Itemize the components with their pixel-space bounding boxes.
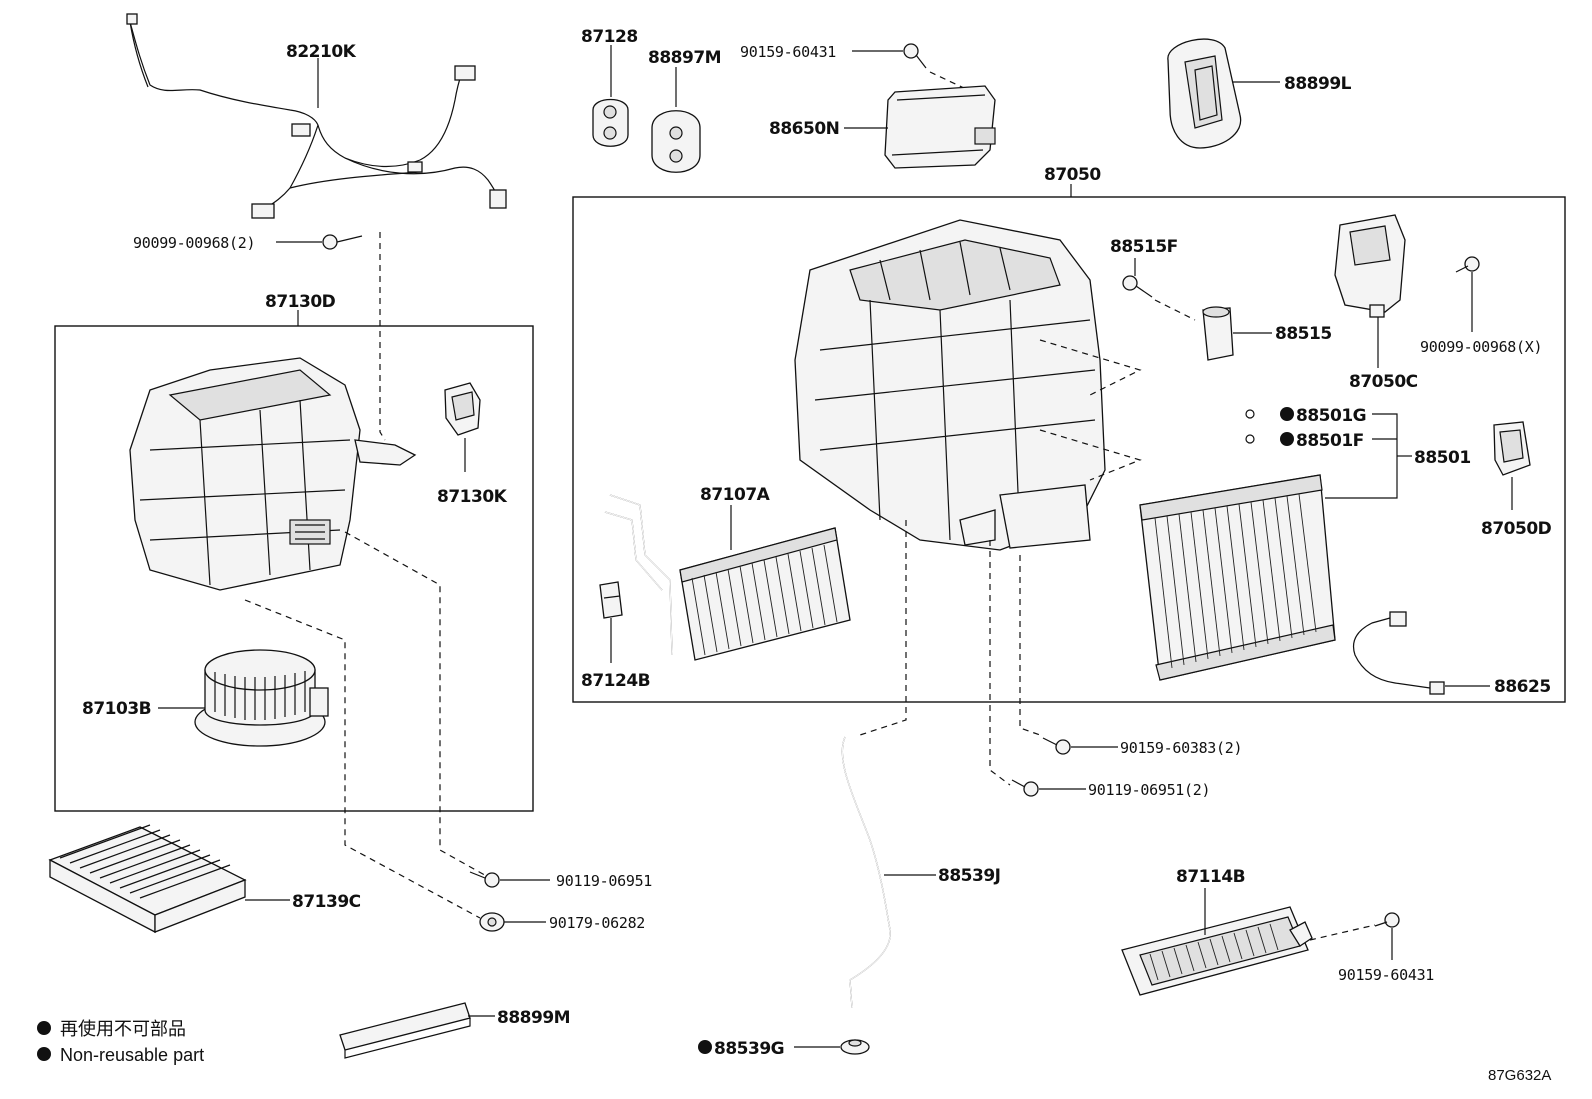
label-blower-assy: 87130D — [265, 292, 336, 312]
air-filter-drawing — [48, 824, 247, 934]
hvac-unit-drawing — [794, 219, 1106, 551]
label-sensor: 88625 — [1494, 677, 1551, 697]
blower-switch-drawing — [444, 382, 481, 436]
label-heater-core: 87107A — [700, 485, 771, 505]
sensor-drawing — [1352, 611, 1445, 695]
label-grommet-b: 88897M — [648, 48, 721, 68]
grommet-b-drawing — [651, 110, 701, 173]
label-bolt-harness: 90099-00968(2) — [133, 234, 255, 252]
label-evaporator: 88501 — [1414, 448, 1471, 468]
label-amplifier: 88650N — [769, 119, 839, 139]
bullet-icon — [37, 1047, 51, 1061]
bullet-icon — [37, 1021, 51, 1035]
blower-motor-drawing — [194, 649, 329, 747]
screw-icon — [1042, 737, 1071, 755]
diagram-code: 87G632A — [1488, 1067, 1551, 1084]
legend-en: Non-reusable part — [60, 1045, 204, 1065]
bolt-icon — [1374, 912, 1400, 928]
label-screw-c: 90119-06951(2) — [1088, 781, 1210, 799]
label-bolt-servo: 90099-00968(X) — [1420, 338, 1542, 356]
clamp-drawing — [599, 581, 623, 619]
legend-ja: 再使用不可部品 — [60, 1019, 186, 1039]
bolt-icon — [903, 43, 927, 69]
bolt-icon — [1455, 256, 1480, 273]
screw-icon — [1011, 779, 1039, 797]
label-seal-m: 88899M — [497, 1008, 570, 1028]
label-servo: 87050C — [1349, 372, 1418, 392]
screw-icon — [469, 871, 500, 888]
nut-icon — [479, 912, 505, 932]
ptc-heater-drawing — [1121, 906, 1313, 996]
grommet-a-drawing — [592, 98, 629, 147]
label-oring-g: 88501G — [1296, 406, 1366, 426]
label-grommet-a: 87128 — [581, 27, 638, 47]
label-blower-motor: 87103B — [82, 699, 151, 719]
seal-strip-drawing — [339, 1002, 471, 1059]
label-clamp: 87124B — [581, 671, 650, 691]
drain-grommet-drawing — [840, 1039, 870, 1055]
label-nut-a: 90179-06282 — [549, 914, 645, 932]
label-ptc-heater: 87114B — [1176, 867, 1245, 887]
label-drain-hose: 88539J — [938, 866, 1000, 886]
bolt-icon — [1122, 275, 1153, 298]
servo-motor-drawing — [1334, 214, 1406, 318]
oring-icon — [1245, 434, 1255, 444]
servo-d-drawing — [1493, 421, 1531, 476]
label-exp-valve: 88515 — [1275, 324, 1332, 344]
heater-core-drawing — [604, 494, 851, 661]
label-bolt-top: 90159-60431 — [740, 43, 836, 61]
label-cover-l: 88899L — [1284, 74, 1352, 94]
amplifier-drawing — [884, 85, 996, 169]
cover-drawing — [1167, 38, 1242, 149]
bullet-icon — [1280, 432, 1294, 446]
bullet-icon — [1280, 407, 1294, 421]
blower-case-drawing — [129, 357, 417, 591]
label-oring-f: 88501F — [1296, 431, 1364, 451]
expansion-valve-drawing — [1202, 306, 1234, 361]
label-harness: 82210K — [286, 42, 357, 62]
unit-assy-box — [572, 196, 1566, 703]
label-servo-d: 87050D — [1481, 519, 1552, 539]
label-unit-assy: 87050 — [1044, 165, 1101, 185]
blower-assy-box — [54, 325, 534, 812]
bolt-icon — [322, 234, 363, 250]
label-bolt-ptc: 90159-60431 — [1338, 966, 1434, 984]
bullet-icon — [698, 1040, 712, 1054]
label-valve-bolt: 88515F — [1110, 237, 1178, 257]
evaporator-drawing — [1139, 474, 1336, 681]
label-filter: 87139C — [292, 892, 361, 912]
label-blower-switch: 87130K — [437, 487, 508, 507]
label-screw-a: 90119-06951 — [556, 872, 652, 890]
oring-icon — [1245, 409, 1255, 419]
wire-harness-drawing — [126, 13, 507, 219]
label-drain-grommet: 88539G — [714, 1039, 784, 1059]
label-screw-b: 90159-60383(2) — [1120, 739, 1242, 757]
drain-hose-drawing — [841, 736, 891, 1009]
